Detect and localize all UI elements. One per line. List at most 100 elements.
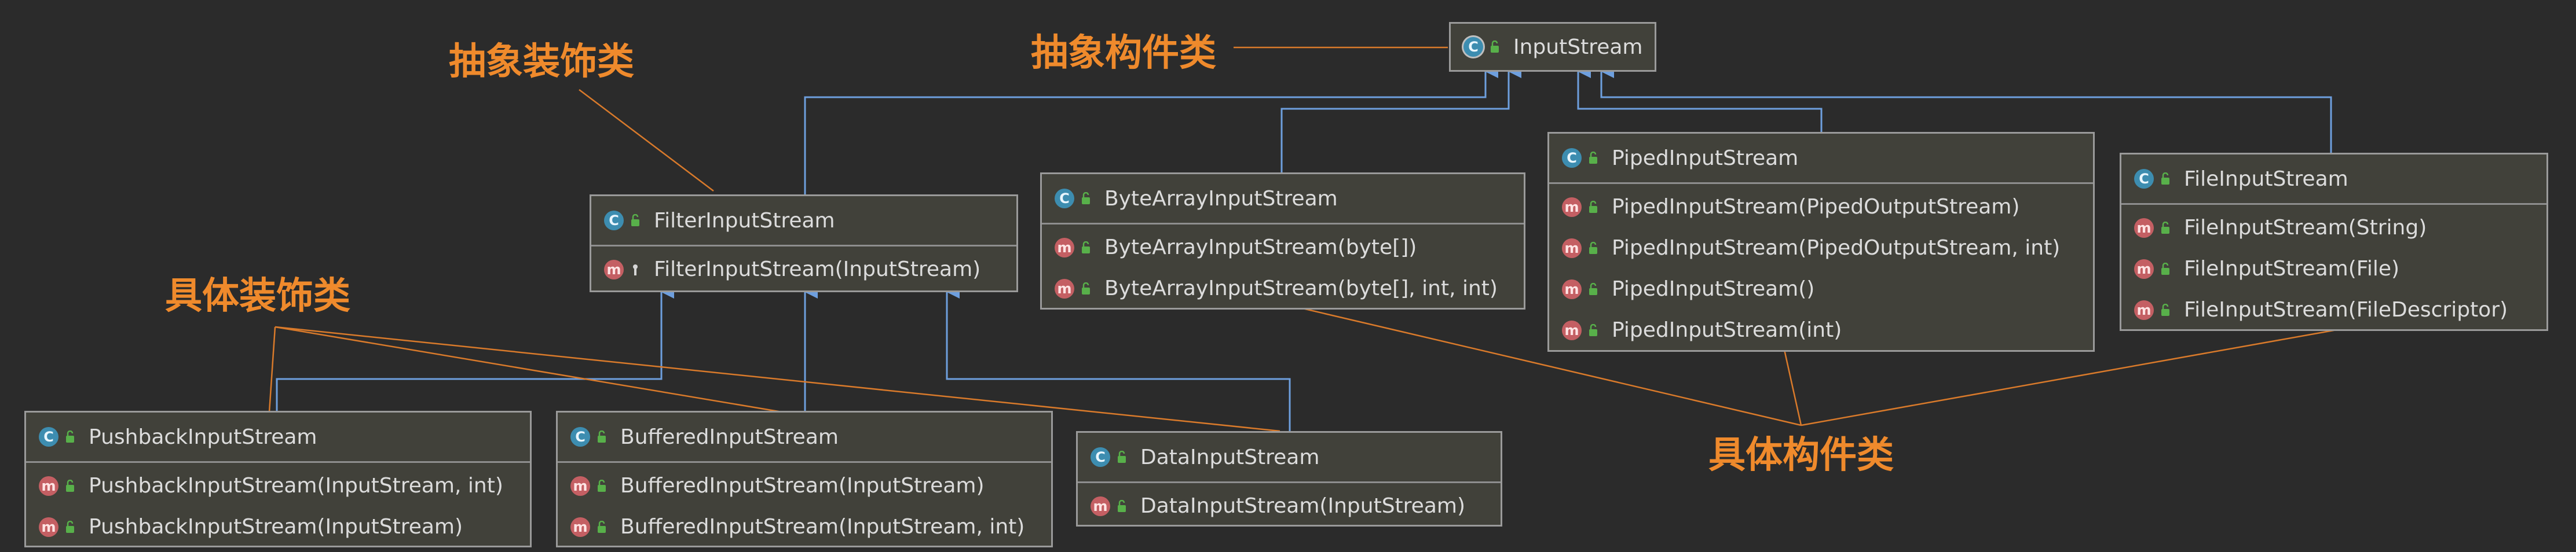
member-signature: PipedInputStream() [1612, 277, 1815, 301]
annotation-abstract-component: 抽象构件类 [1031, 32, 1216, 75]
class-icon: C [1091, 447, 1110, 467]
method-icon: m [2134, 218, 2154, 238]
class-name: BufferedInputStream [620, 425, 839, 449]
method-icon: m [2134, 300, 2154, 320]
public-lock-icon [1082, 282, 1090, 295]
method-icon: m [1562, 279, 1582, 299]
member-signature: PushbackInputStream(InputStream) [89, 515, 463, 539]
member-signature: ByteArrayInputStream(byte[], int, int) [1104, 277, 1498, 300]
public-lock-icon [1118, 451, 1126, 463]
pointer-concrete-component-2 [1783, 347, 1802, 426]
method-icon: m [570, 517, 590, 537]
class-header: C ByteArrayInputStream [1042, 174, 1524, 225]
public-lock-icon [2161, 172, 2169, 185]
class-header: C FilterInputStream [591, 196, 1016, 246]
member-row[interactable]: m BufferedInputStream(InputStream) [558, 465, 1051, 506]
class-file-input-stream[interactable]: C FileInputStream m FileInputStream(Stri… [2120, 153, 2548, 331]
class-icon: C [604, 211, 624, 230]
class-members: m PushbackInputStream(InputStream, int) … [26, 463, 530, 552]
class-piped-input-stream[interactable]: C PipedInputStream m PipedInputStream(Pi… [1547, 132, 2095, 352]
class-name: InputStream [1513, 35, 1643, 59]
method-icon: m [1562, 320, 1582, 340]
public-lock-icon [2161, 303, 2169, 316]
class-filter-input-stream[interactable]: C FilterInputStream m FilterInputStream(… [590, 194, 1018, 292]
member-row[interactable]: m PipedInputStream(PipedOutputStream, in… [1549, 227, 2093, 268]
edge-piped-to-inputstream [1577, 65, 1823, 132]
method-icon: m [1055, 278, 1074, 299]
member-row[interactable]: m ByteArrayInputStream(byte[], int, int) [1042, 268, 1524, 309]
class-buffered-input-stream[interactable]: C BufferedInputStream m BufferedInputStr… [556, 411, 1053, 547]
member-signature: FileInputStream(String) [2184, 216, 2427, 240]
method-icon: m [604, 259, 624, 279]
member-row[interactable]: m PipedInputStream() [1549, 268, 2093, 310]
class-name: FilterInputStream [654, 208, 835, 233]
member-signature: DataInputStream(InputStream) [1140, 494, 1465, 518]
member-signature: PushbackInputStream(InputStream, int) [89, 474, 503, 498]
public-lock-icon [598, 479, 606, 492]
class-icon: C [570, 427, 590, 447]
member-signature: BufferedInputStream(InputStream, int) [620, 515, 1025, 539]
class-name: PipedInputStream [1612, 146, 1799, 170]
public-lock-icon [1118, 499, 1126, 512]
member-signature: PipedInputStream(PipedOutputStream, int) [1612, 236, 2061, 260]
public-lock-icon [1589, 152, 1597, 164]
member-signature: FileInputStream(FileDescriptor) [2184, 298, 2508, 322]
public-lock-icon [1589, 241, 1597, 254]
class-byte-array-input-stream[interactable]: C ByteArrayInputStream m ByteArrayInputS… [1040, 172, 1525, 310]
public-lock-icon [598, 520, 606, 533]
member-signature: ByteArrayInputStream(byte[]) [1104, 235, 1417, 259]
member-row[interactable]: m FileInputStream(File) [2121, 248, 2546, 289]
member-row[interactable]: m PipedInputStream(PipedOutputStream) [1549, 186, 2093, 227]
protected-key-icon [633, 264, 638, 275]
class-members: m FileInputStream(String) m FileInputStr… [2121, 205, 2546, 335]
class-header: C FileInputStream [2121, 154, 2546, 205]
member-row[interactable]: m BufferedInputStream(InputStream, int) [558, 506, 1051, 547]
public-lock-icon [631, 214, 639, 226]
public-lock-icon [1491, 41, 1499, 53]
class-icon: C [1562, 148, 1582, 168]
pointer-concrete-decorator-2 [275, 326, 782, 413]
member-signature: PipedInputStream(int) [1612, 318, 1842, 342]
member-row[interactable]: m FilterInputStream(InputStream) [591, 249, 1016, 290]
public-lock-icon [1589, 323, 1597, 336]
pointer-abstract-decorator [579, 89, 714, 192]
public-lock-icon [66, 430, 74, 443]
member-row[interactable]: m PushbackInputStream(InputStream) [26, 506, 530, 547]
member-row[interactable]: m DataInputStream(InputStream) [1078, 485, 1501, 527]
class-name: FileInputStream [2184, 167, 2348, 191]
public-lock-icon [1082, 241, 1090, 253]
class-icon: C [2134, 169, 2154, 189]
public-lock-icon [1589, 282, 1597, 295]
public-lock-icon [66, 520, 74, 533]
class-header: C PushbackInputStream [26, 413, 530, 463]
public-lock-icon [1589, 200, 1597, 213]
class-members: m FilterInputStream(InputStream) [591, 246, 1016, 295]
public-lock-icon [66, 479, 74, 492]
class-icon: C [1055, 189, 1074, 208]
pointer-concrete-decorator-1 [268, 326, 276, 413]
class-input-stream[interactable]: C InputStream [1449, 22, 1656, 72]
class-name: DataInputStream [1140, 445, 1320, 469]
annotation-concrete-decorator: 具体装饰类 [165, 275, 350, 318]
member-row[interactable]: m FileInputStream(FileDescriptor) [2121, 289, 2546, 330]
member-row[interactable]: m PushbackInputStream(InputStream, int) [26, 465, 530, 506]
member-row[interactable]: m FileInputStream(String) [2121, 207, 2546, 248]
class-icon: C [39, 427, 58, 447]
method-icon: m [39, 517, 58, 537]
public-lock-icon [2161, 221, 2169, 234]
class-header: C PipedInputStream [1549, 134, 2093, 184]
class-members: m PipedInputStream(PipedOutputStream) m … [1549, 184, 2093, 355]
method-icon: m [39, 476, 58, 496]
member-signature: FilterInputStream(InputStream) [654, 257, 981, 281]
class-data-input-stream[interactable]: C DataInputStream m DataInputStream(Inpu… [1076, 431, 1502, 527]
class-pushback-input-stream[interactable]: C PushbackInputStream m PushbackInputStr… [24, 411, 532, 547]
class-members: m BufferedInputStream(InputStream) m Buf… [558, 463, 1051, 552]
public-lock-icon [598, 430, 606, 443]
class-name: ByteArrayInputStream [1104, 186, 1338, 211]
member-row[interactable]: m ByteArrayInputStream(byte[]) [1042, 227, 1524, 268]
member-signature: BufferedInputStream(InputStream) [620, 474, 985, 498]
member-row[interactable]: m PipedInputStream(int) [1549, 310, 2093, 351]
public-lock-icon [2161, 262, 2169, 275]
class-name: PushbackInputStream [89, 425, 317, 449]
